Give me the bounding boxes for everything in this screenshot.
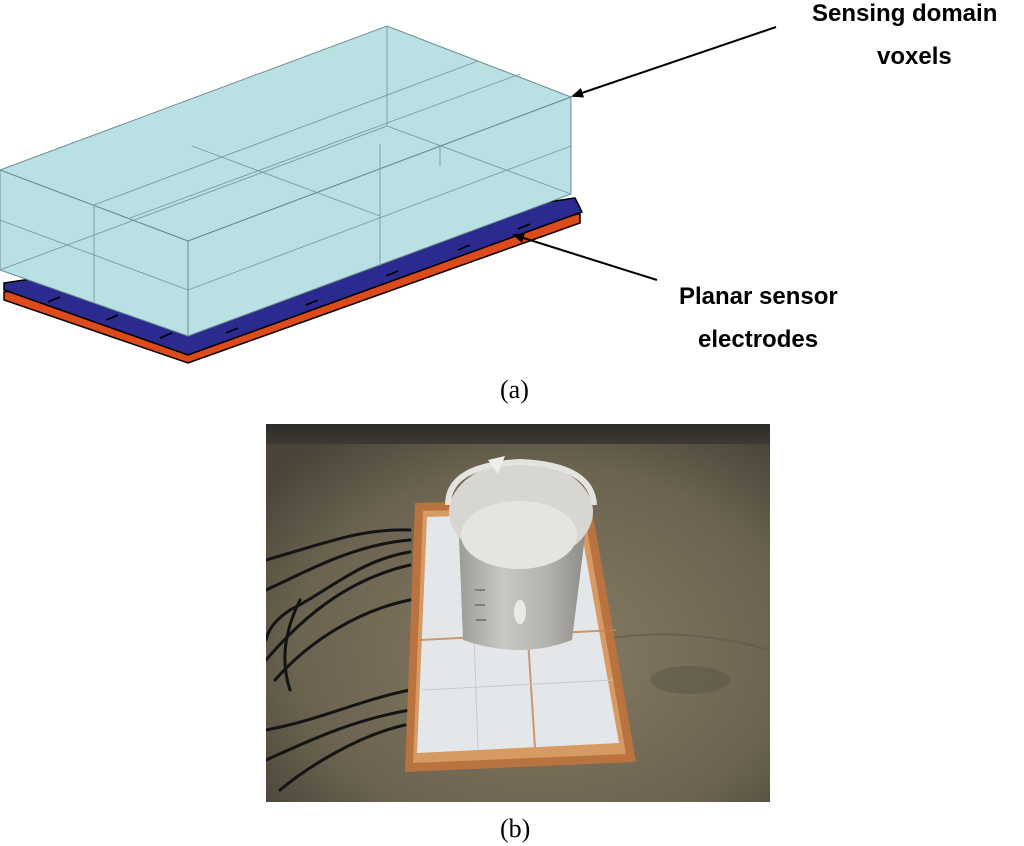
caption-b: (b) — [500, 814, 530, 843]
electrode-dividers — [47, 223, 531, 339]
panel-a: Sensing domain voxels Planar sensor elec… — [0, 0, 997, 404]
panel-b-photo: (b) — [266, 424, 770, 843]
voxel-box — [0, 25, 573, 337]
planar-sensor-label-line1: Planar sensor — [679, 283, 838, 310]
planar-sensor-arrow — [512, 233, 658, 281]
photo-wall — [266, 424, 770, 444]
caption-a: (a) — [500, 375, 529, 404]
photo-beaker — [445, 456, 597, 650]
sensing-domain-label-line2: voxels — [877, 43, 952, 70]
sensing-domain-label-line1: Sensing domain — [812, 0, 997, 27]
sensing-domain-arrow — [571, 26, 777, 98]
photo-cables — [266, 528, 412, 792]
planar-sensor-label-line2: electrodes — [698, 326, 818, 353]
